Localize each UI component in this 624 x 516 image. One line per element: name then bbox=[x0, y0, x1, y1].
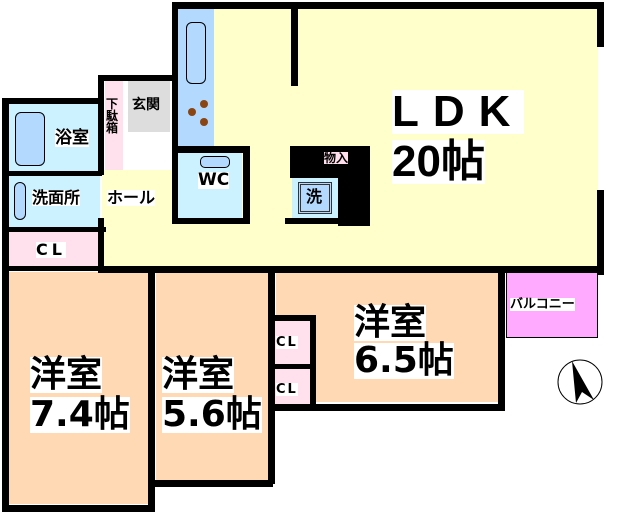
sink-icon bbox=[186, 22, 206, 84]
western-room-1-label: 洋室 bbox=[30, 354, 103, 395]
stove-burner-icon bbox=[200, 100, 208, 108]
wall bbox=[243, 146, 250, 224]
wall bbox=[100, 266, 604, 273]
wall bbox=[597, 190, 604, 275]
wall bbox=[268, 266, 275, 484]
wall bbox=[285, 218, 370, 224]
wall bbox=[310, 315, 316, 410]
bathtub-icon bbox=[15, 112, 45, 166]
wall bbox=[172, 2, 604, 9]
wall bbox=[291, 8, 298, 86]
stove-burner-icon bbox=[200, 118, 208, 126]
laundry-label: 洗 bbox=[306, 187, 323, 206]
closet-label: CL bbox=[36, 240, 66, 259]
ldk-size: 20帖 bbox=[392, 137, 485, 186]
wall bbox=[2, 505, 155, 512]
washroom-label: 洗面所 bbox=[32, 188, 81, 207]
wall bbox=[98, 218, 104, 273]
wall bbox=[172, 218, 250, 224]
stove-burner-icon bbox=[188, 108, 196, 116]
wall bbox=[172, 146, 250, 153]
western-room-3-label: 洋室 bbox=[354, 302, 427, 343]
wall bbox=[98, 75, 104, 175]
wall bbox=[498, 266, 505, 411]
entrance-label: 玄関 bbox=[132, 97, 160, 113]
north-arrow-icon bbox=[557, 359, 603, 405]
wc-label: WC bbox=[198, 170, 230, 190]
storage-label: 物入 bbox=[324, 151, 349, 165]
shoe-box bbox=[105, 80, 123, 170]
western-room-2-label: 洋室 bbox=[162, 354, 235, 395]
wall bbox=[148, 266, 155, 512]
toilet-tank-icon bbox=[200, 156, 230, 168]
shoe-box-label: 下駄箱 bbox=[106, 97, 119, 135]
wall bbox=[268, 364, 316, 369]
wall bbox=[98, 75, 172, 81]
wall bbox=[2, 171, 102, 176]
wall bbox=[2, 98, 102, 104]
balcony-label: バルコニー bbox=[510, 297, 575, 312]
entrance-room bbox=[128, 80, 170, 132]
western-room-3-size: 6.5帖 bbox=[354, 340, 454, 381]
wall bbox=[155, 480, 273, 487]
western-room-2-size: 5.6帖 bbox=[162, 394, 262, 435]
bath-label: 浴室 bbox=[55, 128, 89, 148]
wall bbox=[268, 315, 316, 321]
wall bbox=[172, 2, 178, 224]
western-room-1-size: 7.4帖 bbox=[30, 394, 130, 435]
closet-label: CL bbox=[276, 335, 298, 350]
wall bbox=[2, 227, 106, 232]
wall bbox=[2, 266, 102, 271]
wall bbox=[268, 404, 504, 411]
basin-icon bbox=[14, 182, 26, 220]
hall-label: ホール bbox=[107, 188, 156, 207]
wall bbox=[597, 2, 604, 47]
wall bbox=[2, 98, 9, 510]
closet-label: CL bbox=[276, 382, 298, 397]
washing-machine-icon bbox=[298, 182, 332, 214]
ldk-label: LDK bbox=[392, 87, 525, 136]
